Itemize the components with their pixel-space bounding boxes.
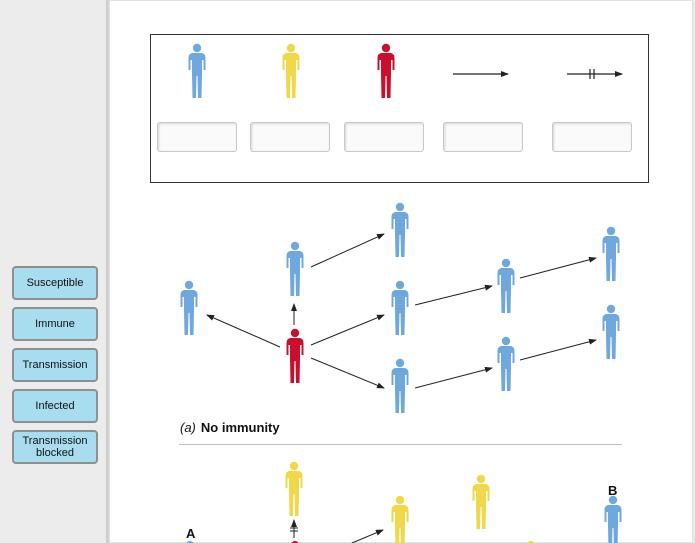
legend-box [150,34,649,183]
label-tile-transmission-blocked[interactable]: Transmission blocked [12,430,98,464]
susceptible-person-icon [497,336,515,391]
susceptible-person-icon [602,304,620,359]
susceptible-person-icon [602,226,620,281]
node-label-b: B [608,483,618,498]
panel-a-caption: (a) No immunity [180,420,280,435]
susceptible-person-icon [391,280,409,335]
label-text: Immune [35,318,75,330]
label-text: Susceptible [26,277,84,289]
legend-immune-person-icon [282,43,300,98]
label-bank: Susceptible Immune Transmission Infected… [0,0,106,543]
susceptible-person-icon [286,241,304,296]
label-text: Transmission blocked [22,435,88,459]
node-label-a: A [186,526,196,541]
drop-zone-transmission-blocked[interactable] [552,122,632,152]
label-tile-transmission[interactable]: Transmission [12,348,98,382]
label-text: Transmission [22,359,88,371]
transmission-arrow-icon [351,529,384,543]
susceptible-person-icon [391,202,409,257]
infected-person-icon [286,328,304,383]
susceptible-person-icon [604,495,622,543]
susceptible-person-icon [391,358,409,413]
drop-zone-immune[interactable] [250,122,330,152]
label-tile-immune[interactable]: Immune [12,307,98,341]
label-tile-susceptible[interactable]: Susceptible [12,266,98,300]
panel-a-tag: (a) [180,420,196,435]
panel-a-arrows [206,233,597,389]
susceptible-person-icon [497,258,515,313]
drop-zone-transmission[interactable] [443,122,523,152]
panel-separator [179,444,622,445]
drop-zone-susceptible[interactable] [157,122,237,152]
drop-zone-infected[interactable] [344,122,424,152]
legend-infected-person-icon [377,43,395,98]
panel-a-title: No immunity [200,420,280,435]
label-tile-infected[interactable]: Infected [12,389,98,423]
immune-person-icon [391,495,409,543]
immune-person-icon [472,474,490,529]
label-text: Infected [35,400,75,412]
immune-person-icon [285,461,303,516]
blocked-arrow-icon [290,519,298,538]
susceptible-person-icon [180,280,198,335]
legend-blocked-arrow-icon [567,69,623,79]
pane-divider [106,0,109,543]
legend-susceptible-person-icon [188,43,206,98]
